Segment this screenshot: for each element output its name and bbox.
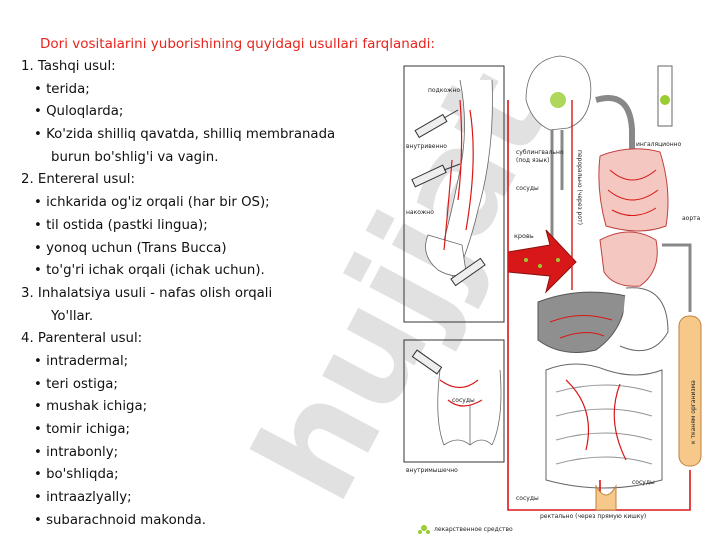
tissue-tube bbox=[678, 315, 702, 467]
liver bbox=[537, 291, 627, 353]
label-rektalno: ректально (через прямую кишку) bbox=[540, 513, 646, 520]
blood-arrow bbox=[507, 229, 577, 294]
aorta-line bbox=[662, 243, 692, 312]
lung-vessels bbox=[607, 169, 659, 216]
label-sosudy-mid: сосуды bbox=[452, 397, 475, 404]
label-sosudy-bottom2: сосуды bbox=[632, 479, 655, 486]
label-sublingual2: (под язык) bbox=[516, 157, 550, 164]
list-item: • intrabonly; bbox=[34, 444, 119, 460]
gut-vessels bbox=[565, 379, 627, 461]
label-krov: кровь bbox=[514, 232, 534, 240]
heart bbox=[599, 231, 658, 287]
list-item: • tomir ichiga; bbox=[34, 422, 130, 437]
label-sosudy-bottom: сосуды bbox=[516, 495, 539, 502]
list-item: • intradermal; bbox=[34, 353, 129, 369]
slide-title: Dori vositalarini yuborishining quyidagi… bbox=[40, 36, 435, 52]
tube-arm bbox=[450, 257, 486, 287]
section-heading: 3. Inhalatsiya usuli - nafas olish orqal… bbox=[21, 285, 273, 301]
content-list: 1. Tashqi usul: • terida; • Quloqlarda; • K… bbox=[21, 56, 335, 532]
list-item-continuation: Yo'llar. bbox=[51, 308, 94, 324]
drug-administration-diagram: подкожно внутривенно накожно сосуды внут… bbox=[403, 55, 702, 534]
label-podkozhno: подкожно bbox=[428, 87, 460, 94]
label-sublingual: сублингвально bbox=[516, 149, 564, 156]
syringe-buttock bbox=[411, 349, 443, 375]
legend-label: лекарственное средство bbox=[434, 526, 513, 533]
buttock-panel-frame bbox=[403, 339, 505, 463]
list-item: • subarachnoid makonda. bbox=[34, 512, 206, 528]
inhaler-dots bbox=[660, 95, 670, 105]
list-item: • teri ostiga; bbox=[34, 376, 118, 392]
syringe-1 bbox=[414, 109, 459, 139]
intestine-coils bbox=[555, 384, 653, 465]
buttock-outline bbox=[437, 369, 502, 446]
liver-vessels bbox=[549, 314, 613, 339]
label-ingalyacionno: ингаляционно bbox=[636, 141, 682, 148]
list-item: • mushak ichiga; bbox=[34, 399, 148, 415]
buttock-vessels bbox=[439, 379, 483, 407]
label-aorta: аорта bbox=[682, 215, 701, 222]
section-heading: 2. Entereral usul: bbox=[21, 172, 135, 188]
label-k-tkanyam: к тканям организма bbox=[690, 380, 697, 444]
list-item: • Quloqlarda; bbox=[34, 104, 124, 120]
nose-pipe bbox=[595, 95, 635, 180]
stomach bbox=[619, 287, 669, 352]
legend-dots bbox=[421, 525, 427, 531]
mouth-dots bbox=[550, 92, 566, 108]
list-item: • to'g'ri ichak orqali (ichak uchun). bbox=[34, 263, 265, 279]
list-item: • til ostida (pastki lingua); bbox=[34, 217, 208, 233]
list-item: • terida; bbox=[34, 81, 90, 97]
list-item: • ichkarida og'iz orqali (har bir OS); bbox=[34, 195, 270, 211]
label-peroral: перорально (через рот) bbox=[576, 150, 583, 225]
label-nakozhno: накожно bbox=[406, 209, 434, 216]
list-item-continuation: burun bo'shlig'i va vagin. bbox=[51, 149, 219, 165]
list-item: • Ko'zida shilliq qavatda, shilliq membr… bbox=[34, 127, 336, 143]
intestines bbox=[545, 363, 663, 489]
rectum bbox=[595, 484, 617, 511]
arm-vessels bbox=[443, 99, 474, 251]
label-vnutrivenno: внутривенно bbox=[406, 143, 447, 150]
section-heading: 4. Parenteral usul: bbox=[21, 331, 143, 347]
label-vnutrimyshechno: внутримышечно bbox=[406, 467, 458, 474]
arm-panel-frame bbox=[403, 65, 505, 323]
syringe-2 bbox=[411, 163, 461, 188]
list-item: • intraazlyally; bbox=[34, 490, 132, 506]
list-item: • bo'shliqda; bbox=[34, 467, 119, 483]
label-sosudy-top: сосуды bbox=[516, 185, 539, 192]
list-item: • yonoq uchun (Trans Bucca) bbox=[34, 240, 227, 256]
section-heading: 1. Tashqi usul: bbox=[21, 59, 116, 74]
